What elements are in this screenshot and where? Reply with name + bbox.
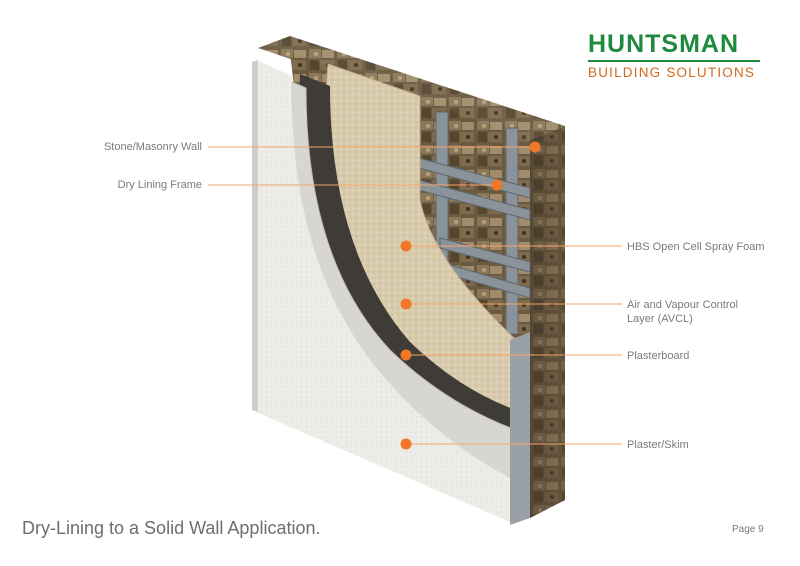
logo-brand-text: HUNTSMAN [588, 30, 740, 58]
page-number: Page 9 [732, 524, 764, 535]
callout-dot-spray-foam [400, 240, 412, 252]
callout-dot-dry-lining-frame [491, 179, 503, 191]
callout-dot-stone-masonry-wall [529, 141, 541, 153]
callout-dot-plasterboard [400, 349, 412, 361]
label-dry-lining-frame: Dry Lining Frame [117, 179, 202, 191]
avcl-membrane-layer [299, 74, 516, 505]
huntsman-logo: HUNTSMAN BUILDING SOLUTIONS [588, 30, 760, 81]
plasterboard-end-cap [510, 332, 530, 525]
logo-divider [588, 60, 760, 62]
label-spray-foam: HBS Open Cell Spray Foam [627, 241, 765, 253]
callout-dot-plaster-skim [400, 438, 412, 450]
label-plasterboard: Plasterboard [627, 350, 690, 362]
plaster-skim-left-edge [252, 60, 258, 412]
slide-caption: Dry-Lining to a Solid Wall Application. [22, 518, 321, 538]
label-stone-masonry-wall: Stone/Masonry Wall [103, 141, 202, 153]
logo-tagline: BUILDING SOLUTIONS [588, 65, 756, 80]
stone-side-texture [530, 126, 565, 518]
label-avcl-line1: Air and Vapour Control [627, 299, 739, 311]
plaster-skim-layer [256, 60, 510, 522]
callout-dot-avcl [400, 298, 412, 310]
label-avcl-line2: Layer (AVCL) [627, 313, 693, 325]
stone-top-face [258, 36, 565, 140]
label-plaster-skim: Plaster/Skim [627, 439, 689, 451]
